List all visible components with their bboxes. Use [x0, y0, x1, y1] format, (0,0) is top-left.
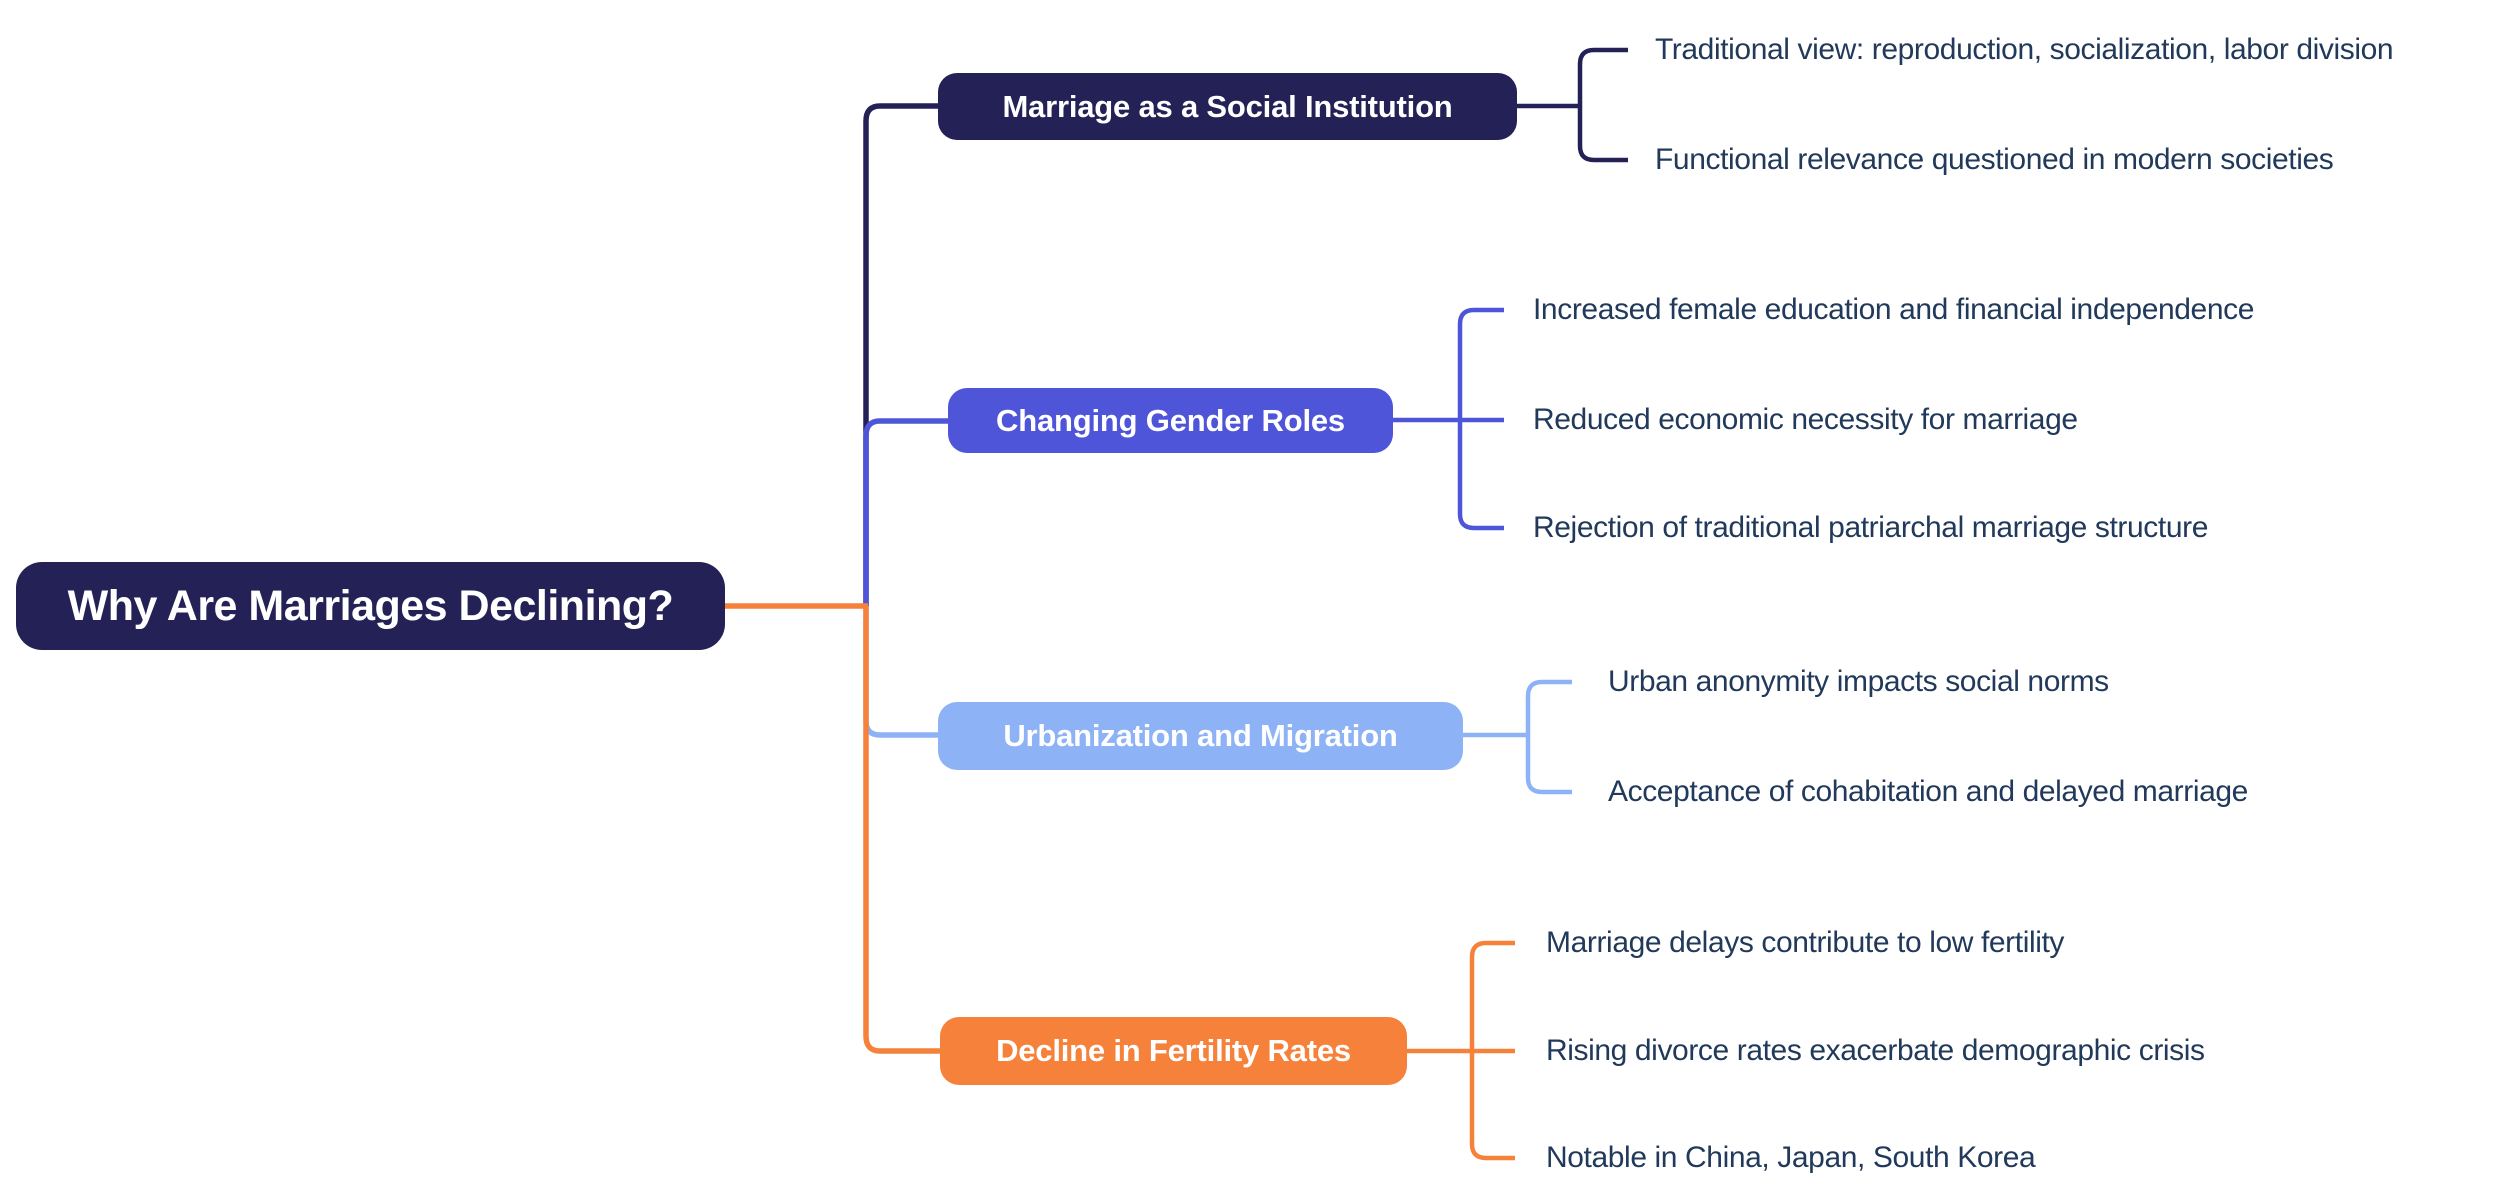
leaf-item[interactable]: Rejection of traditional patriarchal mar…	[1533, 510, 2208, 544]
leaf-item[interactable]: Reduced economic necessity for marriage	[1533, 402, 2078, 436]
leaf-item[interactable]: Urban anonymity impacts social norms	[1608, 664, 2109, 698]
branch-node-gender-roles[interactable]: Changing Gender Roles	[948, 388, 1393, 453]
branch-node-label: Marriage as a Social Institution	[1002, 88, 1453, 124]
leaf-item[interactable]: Increased female education and financial…	[1533, 292, 2255, 326]
spine-connector-fertility	[863, 606, 942, 1054]
branch-node-fertility[interactable]: Decline in Fertility Rates	[940, 1017, 1407, 1085]
spine-connector-gender-roles	[863, 418, 950, 606]
leaf-item[interactable]: Acceptance of cohabitation and delayed m…	[1608, 774, 2248, 808]
spine-connector-urbanization	[863, 606, 940, 738]
bracket-fertility	[1469, 940, 1515, 1161]
branch-node-label: Changing Gender Roles	[996, 402, 1345, 438]
bracket-marriage-institution	[1577, 47, 1628, 163]
leaf-item[interactable]: Notable in China, Japan, South Korea	[1546, 1140, 2036, 1174]
bracket-gender-roles	[1457, 307, 1504, 531]
branch-node-urbanization[interactable]: Urbanization and Migration	[938, 702, 1463, 770]
branch-node-label: Decline in Fertility Rates	[996, 1033, 1351, 1068]
root-node-label: Why Are Marriages Declining?	[67, 581, 674, 630]
leaf-item[interactable]: Functional relevance questioned in moder…	[1655, 142, 2334, 176]
root-node[interactable]: Why Are Marriages Declining?	[16, 562, 725, 650]
spine-connector-marriage-institution	[863, 103, 940, 606]
branch-node-marriage-institution[interactable]: Marriage as a Social Institution	[938, 73, 1517, 140]
branch-node-label: Urbanization and Migration	[1003, 718, 1398, 753]
leaf-item[interactable]: Rising divorce rates exacerbate demograp…	[1546, 1033, 2205, 1067]
leaf-item[interactable]: Marriage delays contribute to low fertil…	[1546, 925, 2065, 959]
leaf-item[interactable]: Traditional view: reproduction, socializ…	[1655, 32, 2394, 66]
bracket-urbanization	[1525, 679, 1572, 795]
